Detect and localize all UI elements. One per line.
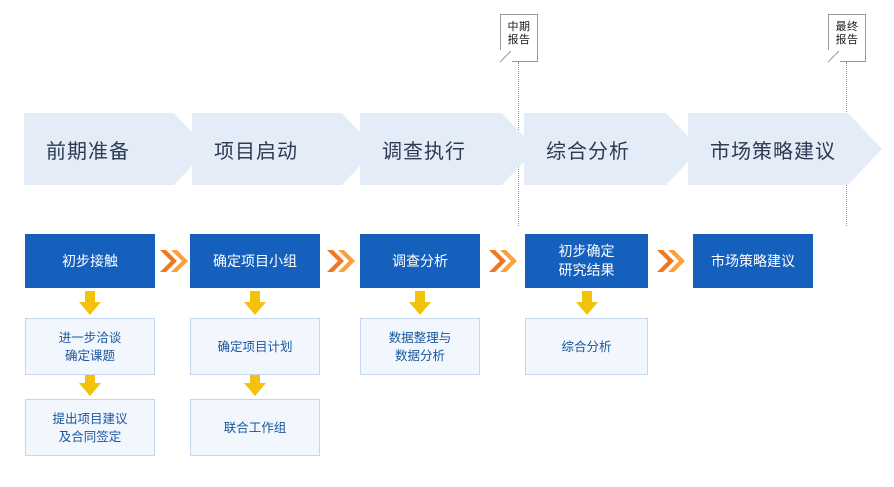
connector-4 <box>657 250 685 277</box>
phase-4-label: 综合分析 <box>546 140 630 163</box>
sub-1-1-label-line: 确定课题 <box>64 348 115 363</box>
blue-1[interactable]: 初步接触 <box>25 234 155 288</box>
arrow-4-1 <box>575 291 598 320</box>
phase-3-label: 调查执行 <box>382 140 466 163</box>
arrow-2-1 <box>244 291 266 320</box>
sub-2-1-label-line: 确定项目计划 <box>217 339 293 354</box>
sub-1-2-label-line: 提出项目建议 <box>52 411 128 426</box>
sub-1-1-label: 进一步洽谈确定课题 <box>59 329 122 365</box>
note-fold-icon <box>500 50 512 62</box>
note-text-line: 报告 <box>835 34 859 46</box>
sub-4-1-label-line: 综合分析 <box>561 339 612 354</box>
note-text-line: 最终 <box>835 21 859 33</box>
arrow-3-1 <box>409 291 431 320</box>
arrow-1-1 <box>79 291 101 320</box>
sub-2-2-label-line: 联合工作组 <box>223 420 287 435</box>
blue-1-label-line: 初步接触 <box>62 252 118 269</box>
phase-1[interactable]: 前期准备 <box>24 113 208 185</box>
sub-4-1[interactable]: 综合分析 <box>525 318 648 375</box>
phase-3[interactable]: 调查执行 <box>360 113 536 185</box>
connector-1 <box>160 250 188 277</box>
sub-3-1-label: 数据整理与数据分析 <box>389 329 452 365</box>
note-text-line: 报告 <box>507 34 531 46</box>
phase-5[interactable]: 市场策略建议 <box>688 113 882 185</box>
sub-2-2-label: 联合工作组 <box>224 419 287 437</box>
arrow-1-2 <box>79 372 101 401</box>
blue-3-label-line: 调查分析 <box>392 252 448 269</box>
sub-3-1-label-line: 数据整理与 <box>388 330 452 345</box>
blue-4[interactable]: 初步确定研究结果 <box>525 234 648 288</box>
blue-4-label: 初步确定研究结果 <box>559 242 615 280</box>
sub-1-1-label-line: 进一步洽谈 <box>58 330 122 345</box>
blue-4-label-line: 研究结果 <box>558 262 615 278</box>
blue-2-label: 确定项目小组 <box>213 252 297 271</box>
sub-1-2-label: 提出项目建议及合同签定 <box>52 410 127 446</box>
blue-4-label-line: 初步确定 <box>558 243 615 259</box>
sub-2-1-label: 确定项目计划 <box>217 338 292 356</box>
blue-2[interactable]: 确定项目小组 <box>190 234 320 288</box>
blue-3-label: 调查分析 <box>392 252 448 271</box>
blue-3[interactable]: 调查分析 <box>360 234 480 288</box>
note-final: 最终报告 <box>828 14 866 62</box>
note-text: 中期报告 <box>501 21 537 47</box>
sub-3-1-label-line: 数据分析 <box>394 348 445 363</box>
arrow-2-2 <box>244 372 266 401</box>
blue-1-label: 初步接触 <box>62 252 118 271</box>
blue-5-label: 市场策略建议 <box>711 252 795 271</box>
blue-5[interactable]: 市场策略建议 <box>693 234 813 288</box>
connector-2 <box>327 250 355 277</box>
note-interim: 中期报告 <box>500 14 538 62</box>
sub-3-1[interactable]: 数据整理与数据分析 <box>360 318 480 375</box>
blue-5-label-line: 市场策略建议 <box>711 252 795 269</box>
phase-4[interactable]: 综合分析 <box>524 113 700 185</box>
phase-2[interactable]: 项目启动 <box>192 113 376 185</box>
note-fold-icon <box>828 50 840 62</box>
phase-5-label: 市场策略建议 <box>710 140 836 163</box>
sub-1-2[interactable]: 提出项目建议及合同签定 <box>25 399 155 456</box>
blue-2-label-line: 确定项目小组 <box>213 252 297 269</box>
sub-1-1[interactable]: 进一步洽谈确定课题 <box>25 318 155 375</box>
phase-1-label: 前期准备 <box>46 140 130 163</box>
sub-2-2[interactable]: 联合工作组 <box>190 399 320 456</box>
sub-4-1-label: 综合分析 <box>561 338 611 356</box>
sub-1-2-label-line: 及合同签定 <box>58 429 122 444</box>
connector-3 <box>489 250 517 277</box>
phase-2-label: 项目启动 <box>214 140 298 163</box>
sub-2-1[interactable]: 确定项目计划 <box>190 318 320 375</box>
note-text-line: 中期 <box>507 21 531 33</box>
note-text: 最终报告 <box>829 21 865 47</box>
